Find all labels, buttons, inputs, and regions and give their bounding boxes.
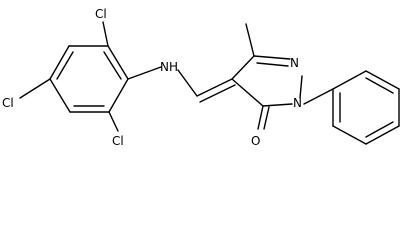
cl-left-bond <box>19 78 51 99</box>
atom-label-ring-n-right: N <box>290 56 299 70</box>
cl-bottom-bond <box>108 111 119 132</box>
nh-ch-bond <box>177 69 198 97</box>
atom-label-nh: NH <box>160 60 178 74</box>
exocyclic-double-bond-b <box>199 84 236 103</box>
atom-label-ring-n-left: N <box>293 96 302 110</box>
phenyl-ring <box>332 70 400 145</box>
atom-label-cl-top: Cl <box>95 7 107 21</box>
structure-diagram: Cl Cl Cl NH N N O <box>2 7 400 148</box>
carbonyl-bond-a <box>257 105 264 130</box>
carbonyl-bond-b <box>263 106 270 130</box>
n-phenyl-bond <box>303 88 334 105</box>
exocyclic-double-bond-a <box>196 78 233 97</box>
atom-label-carbonyl-o: O <box>251 134 260 148</box>
aryl-nh-bond <box>127 66 162 80</box>
atom-label-cl-left: Cl <box>2 96 14 110</box>
methyl-bond <box>245 23 255 57</box>
pyrazolone-ring <box>231 55 303 107</box>
trichlorophenyl-ring <box>49 45 129 113</box>
cl-top-bond <box>102 21 109 47</box>
atom-label-cl-bottom: Cl <box>112 134 124 148</box>
